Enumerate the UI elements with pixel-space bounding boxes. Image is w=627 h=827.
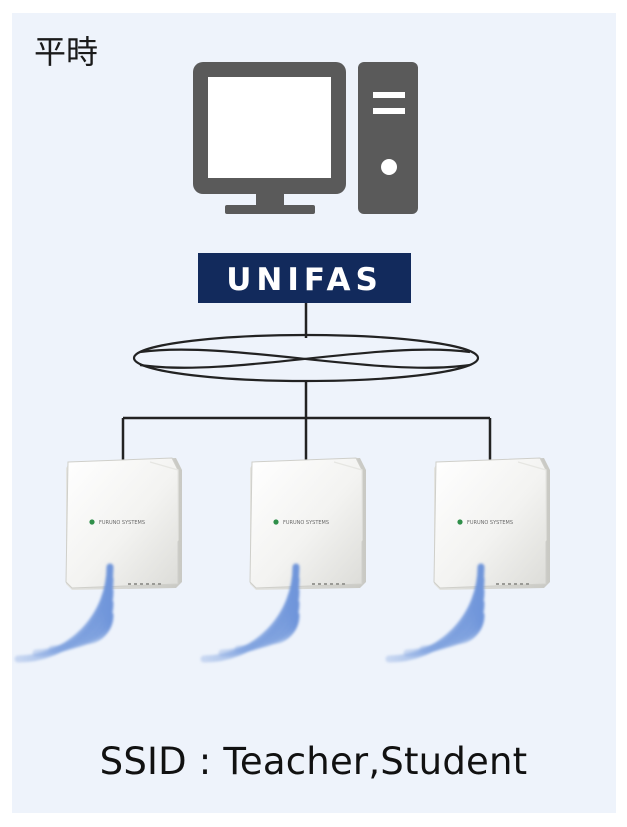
network-ring xyxy=(132,333,480,383)
access-point-2: FURUNO SYSTEMS xyxy=(249,457,366,590)
svg-text:FURUNO SYSTEMS: FURUNO SYSTEMS xyxy=(283,520,329,526)
wireless-access-point-icon: FURUNO SYSTEMS xyxy=(65,457,182,590)
distribution-lines xyxy=(121,381,492,460)
desktop-computer-icon xyxy=(193,62,418,214)
svg-text:FURUNO SYSTEMS: FURUNO SYSTEMS xyxy=(99,520,145,526)
unifas-label: UNIFAS xyxy=(198,253,411,303)
wifi-signal-1 xyxy=(14,563,114,663)
wifi-signal-icon xyxy=(385,563,485,663)
access-point-1: FURUNO SYSTEMS xyxy=(65,457,182,590)
unifas-label-text: UNIFAS xyxy=(226,262,383,298)
svg-text:FURUNO SYSTEMS: FURUNO SYSTEMS xyxy=(467,520,513,526)
wifi-signal-3 xyxy=(385,563,485,663)
wifi-signal-2 xyxy=(200,563,300,663)
ssid-caption: SSID : Teacher,Student xyxy=(99,740,528,783)
wifi-signal-icon xyxy=(200,563,300,663)
wireless-access-point-icon: FURUNO SYSTEMS xyxy=(249,457,366,590)
wireless-access-point-icon: FURUNO SYSTEMS xyxy=(433,457,550,590)
access-point-3: FURUNO SYSTEMS xyxy=(433,457,550,590)
mode-label: 平時 xyxy=(34,33,99,71)
wifi-signal-icon xyxy=(14,563,114,663)
